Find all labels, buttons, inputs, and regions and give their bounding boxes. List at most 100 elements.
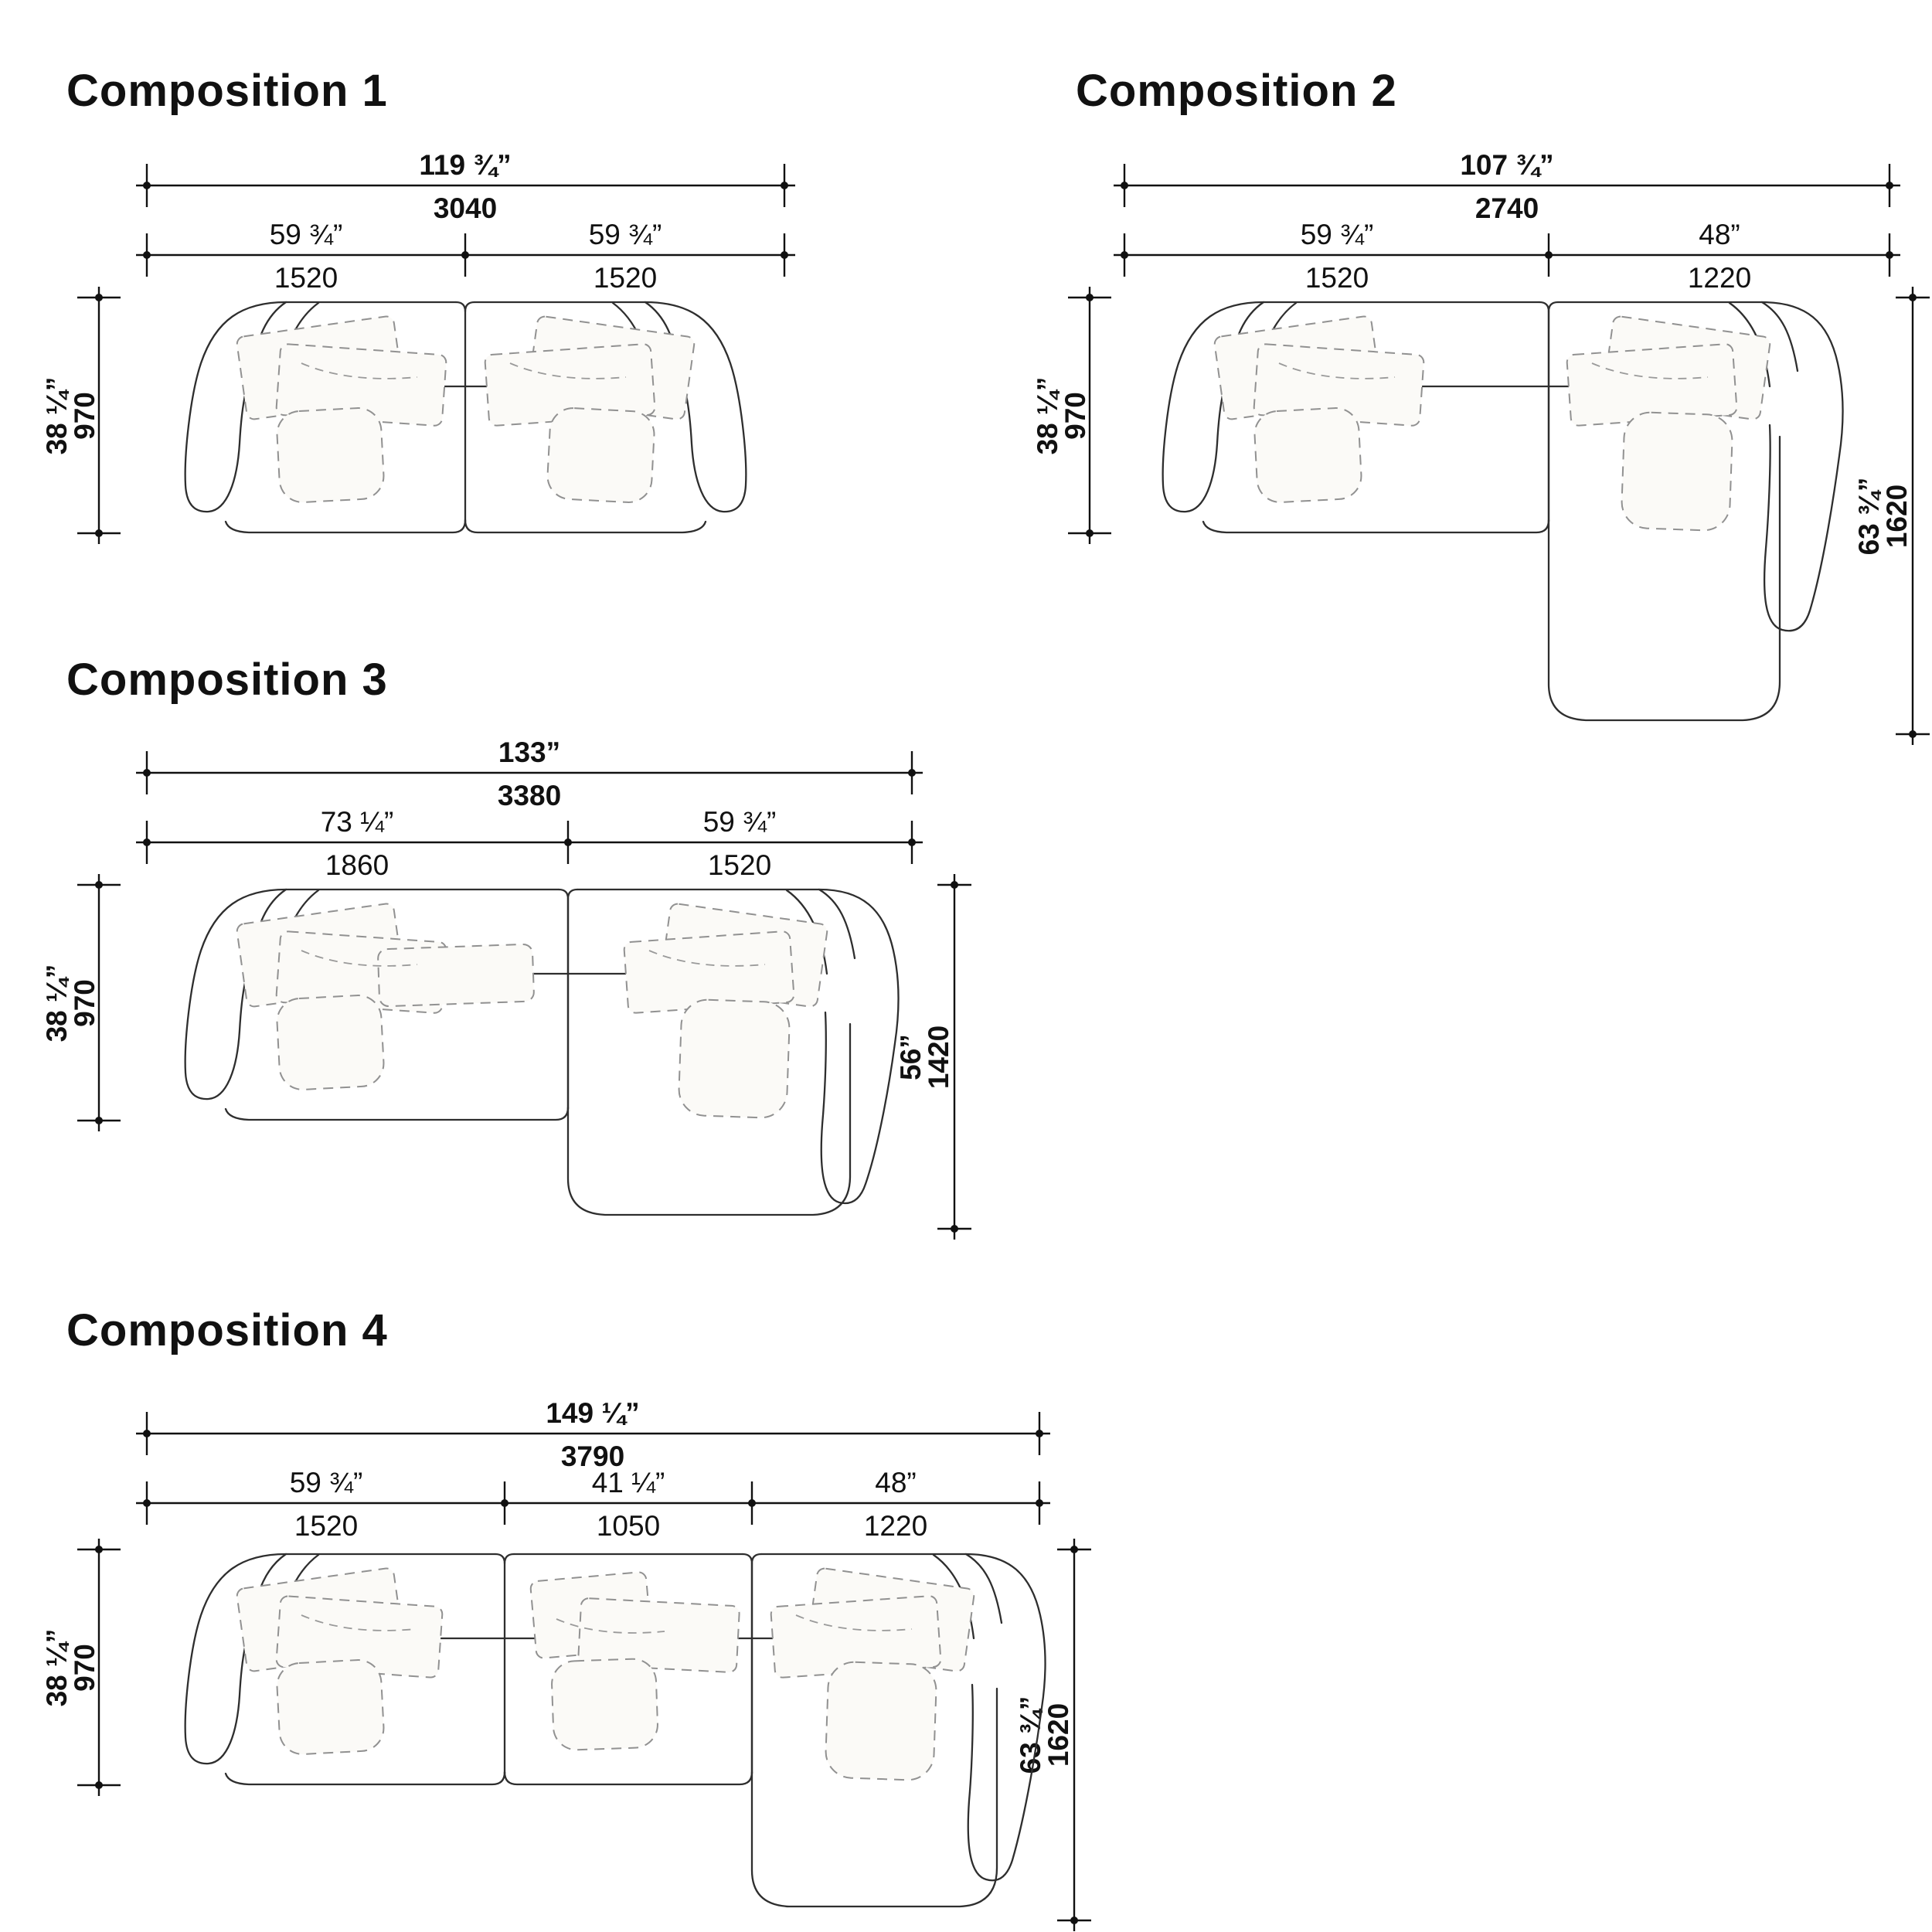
comp4-segment-dimensions: 59 ¾” 1520 41 ¼” 1050 48” 1220 — [136, 1467, 1050, 1542]
composition-4-drawing: 149 ¼” 3790 59 ¾” 1520 41 ¼” 1050 48” 12… — [46, 1397, 1091, 1931]
comp2-segment-dimensions: 59 ¾” 1520 48” 1220 — [1114, 219, 1900, 294]
comp2-depth-right-dimension: 63 ¾” 1620 — [1853, 287, 1930, 745]
comp3-overall-dimension: 133” 3380 — [136, 736, 923, 811]
comp3-depth-left-inches: 38 ¼” — [46, 964, 73, 1043]
pillow — [377, 943, 535, 1008]
comp1-segment-dimensions: 59 ¾” 1520 59 ¾” 1520 — [136, 219, 795, 294]
comp2-seg1-mm: 1520 — [1305, 262, 1369, 294]
comp4-depth-right-mm: 1620 — [1043, 1703, 1074, 1767]
comp4-depth-left-mm: 970 — [69, 1644, 100, 1692]
comp1-seg1-inches: 59 ¾” — [270, 219, 343, 250]
comp3-module-chaise — [566, 888, 900, 1216]
comp4-seg3-inches: 48” — [875, 1467, 916, 1498]
comp2-overall-dimension: 107 ¾” 2740 — [1114, 149, 1900, 224]
comp4-overall-inches: 149 ¼” — [546, 1397, 639, 1429]
seat-cushion — [546, 407, 655, 503]
seat-cushion — [276, 995, 385, 1090]
comp4-seg1-mm: 1520 — [294, 1510, 358, 1542]
comp2-seg2-inches: 48” — [1699, 219, 1740, 250]
comp4-depth-right-dimension: 63 ¾” 1620 — [1015, 1539, 1091, 1931]
comp1-module-right — [464, 301, 747, 534]
comp3-overall-inches: 133” — [498, 736, 560, 768]
pillow — [275, 343, 447, 427]
comp4-module-chaise — [750, 1553, 1046, 1908]
comp3-depth-right-mm: 1420 — [923, 1026, 954, 1089]
pillow — [484, 343, 656, 427]
comp2-depth-left-dimension: 38 ¼” 970 — [1036, 287, 1111, 544]
comp4-depth-left-inches: 38 ¼” — [46, 1629, 73, 1707]
comp3-depth-left-dimension: 38 ¼” 970 — [46, 874, 121, 1131]
comp1-depth-inches: 38 ¼” — [46, 377, 73, 455]
comp2-depth-right-inches: 63 ¾” — [1853, 478, 1885, 556]
sofa-module-outline — [473, 301, 747, 513]
comp1-module-left — [184, 301, 467, 534]
composition-3-title: Composition 3 — [66, 655, 388, 705]
seat-cushion — [678, 998, 791, 1119]
sofa-module-outline — [184, 1553, 497, 1765]
sofa-module-outline — [760, 1553, 1046, 1882]
comp3-depth-left-mm: 970 — [69, 979, 100, 1027]
pillow — [1253, 343, 1425, 427]
comp4-seg3-mm: 1220 — [864, 1510, 927, 1542]
comp1-overall-mm: 3040 — [434, 192, 497, 224]
sofa-module-outline — [1556, 301, 1844, 632]
comp2-module-left — [1162, 301, 1550, 534]
sofa-chaise-body — [750, 1562, 998, 1908]
comp1-seg1-mm: 1520 — [274, 262, 338, 294]
composition-1-drawing: 119 ¾” 3040 59 ¾” 1520 59 ¾” 1520 38 ¼” … — [46, 149, 795, 544]
comp1-depth-dimension: 38 ¼” 970 — [46, 287, 121, 544]
comp3-seg1-inches: 73 ¼” — [321, 806, 394, 838]
pillow — [623, 930, 795, 1014]
comp4-overall-dimension: 149 ¼” 3790 — [136, 1397, 1050, 1472]
comp1-overall-inches: 119 ¾” — [419, 149, 511, 181]
seat-cushion — [276, 1659, 385, 1755]
sofa-module-outline — [576, 888, 900, 1205]
pillow — [577, 1597, 740, 1673]
comp2-depth-left-mm: 970 — [1060, 392, 1091, 440]
comp3-depth-right-dimension: 56” 1420 — [895, 874, 971, 1240]
seat-cushion — [825, 1661, 937, 1781]
comp3-seg2-mm: 1520 — [708, 849, 771, 881]
comp3-module-left — [184, 888, 570, 1121]
composition-1-title: Composition 1 — [66, 66, 388, 116]
comp4-seg2-inches: 41 ¼” — [592, 1467, 665, 1498]
comp4-module-middle — [503, 1553, 753, 1786]
seat-cushion — [1253, 407, 1362, 503]
comp4-seg1-inches: 59 ¾” — [290, 1467, 363, 1498]
composition-4-title: Composition 4 — [66, 1305, 388, 1355]
comp2-seg2-mm: 1220 — [1688, 262, 1751, 294]
comp3-seg1-mm: 1860 — [325, 849, 389, 881]
comp1-seg2-mm: 1520 — [594, 262, 657, 294]
comp3-depth-right-inches: 56” — [895, 1034, 927, 1080]
comp4-module-left — [184, 1553, 506, 1786]
sofa-chaise-body — [566, 897, 852, 1216]
comp3-overall-mm: 3380 — [498, 780, 561, 811]
composition-2-title: Composition 2 — [1076, 66, 1397, 116]
comp4-depth-left-dimension: 38 ¼” 970 — [46, 1539, 121, 1796]
comp4-overall-mm: 3790 — [561, 1440, 624, 1472]
pillow — [275, 1595, 444, 1679]
comp1-overall-dimension: 119 ¾” 3040 — [136, 149, 795, 224]
comp2-depth-right-mm: 1620 — [1881, 485, 1913, 548]
comp2-depth-left-inches: 38 ¼” — [1036, 377, 1063, 455]
comp1-depth-mm: 970 — [69, 392, 100, 440]
pillow — [1566, 343, 1738, 427]
sofa-module-outline — [184, 301, 457, 513]
seat-cushion — [551, 1658, 658, 1751]
comp2-overall-inches: 107 ¾” — [1460, 149, 1553, 181]
comp2-seg1-inches: 59 ¾” — [1301, 219, 1374, 250]
composition-3-drawing: 133” 3380 73 ¼” 1860 59 ¾” 1520 38 ¼” 97… — [46, 736, 971, 1240]
comp1-seg2-inches: 59 ¾” — [589, 219, 662, 250]
sofa-module-outline — [184, 888, 560, 1100]
comp2-module-chaise — [1547, 301, 1844, 722]
pillow — [770, 1595, 942, 1679]
composition-2-drawing: 107 ¾” 2740 59 ¾” 1520 48” 1220 38 ¼” 97… — [1036, 149, 1930, 745]
seat-cushion — [276, 407, 385, 503]
comp3-segment-dimensions: 73 ¼” 1860 59 ¾” 1520 — [136, 806, 923, 881]
comp3-seg2-inches: 59 ¾” — [703, 806, 777, 838]
comp4-seg2-mm: 1050 — [597, 1510, 660, 1542]
sofa-chaise-body — [1547, 310, 1781, 722]
comp2-overall-mm: 2740 — [1475, 192, 1539, 224]
seat-cushion — [1621, 411, 1733, 532]
